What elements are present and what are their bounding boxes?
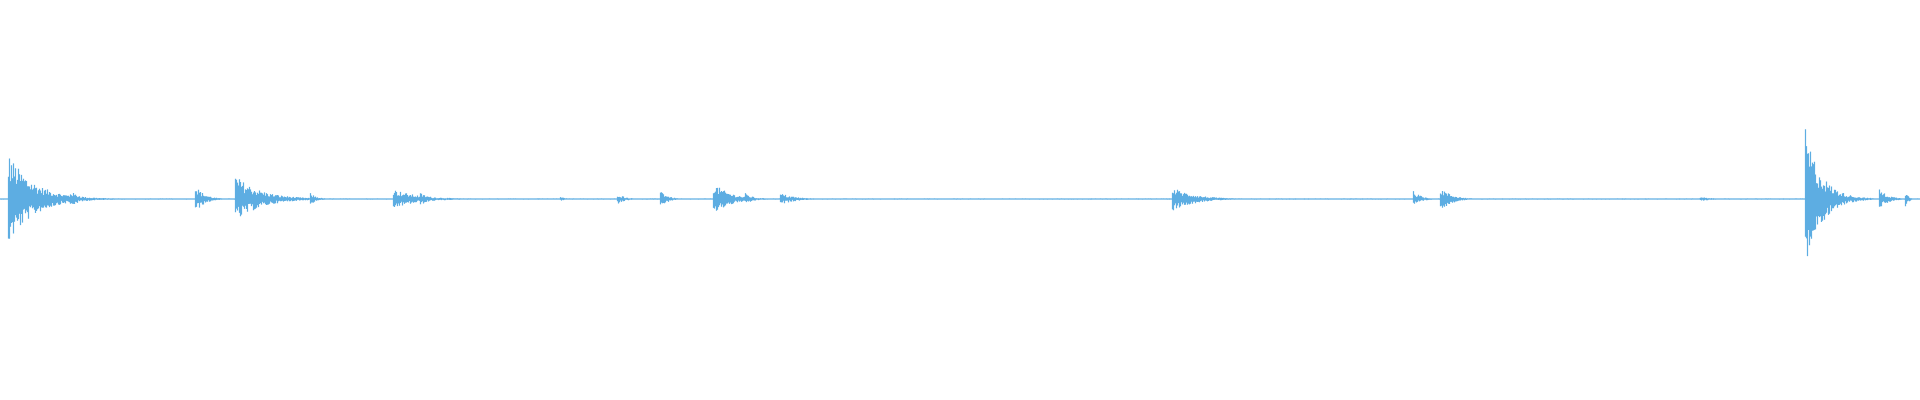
waveform-path [0, 129, 1920, 257]
